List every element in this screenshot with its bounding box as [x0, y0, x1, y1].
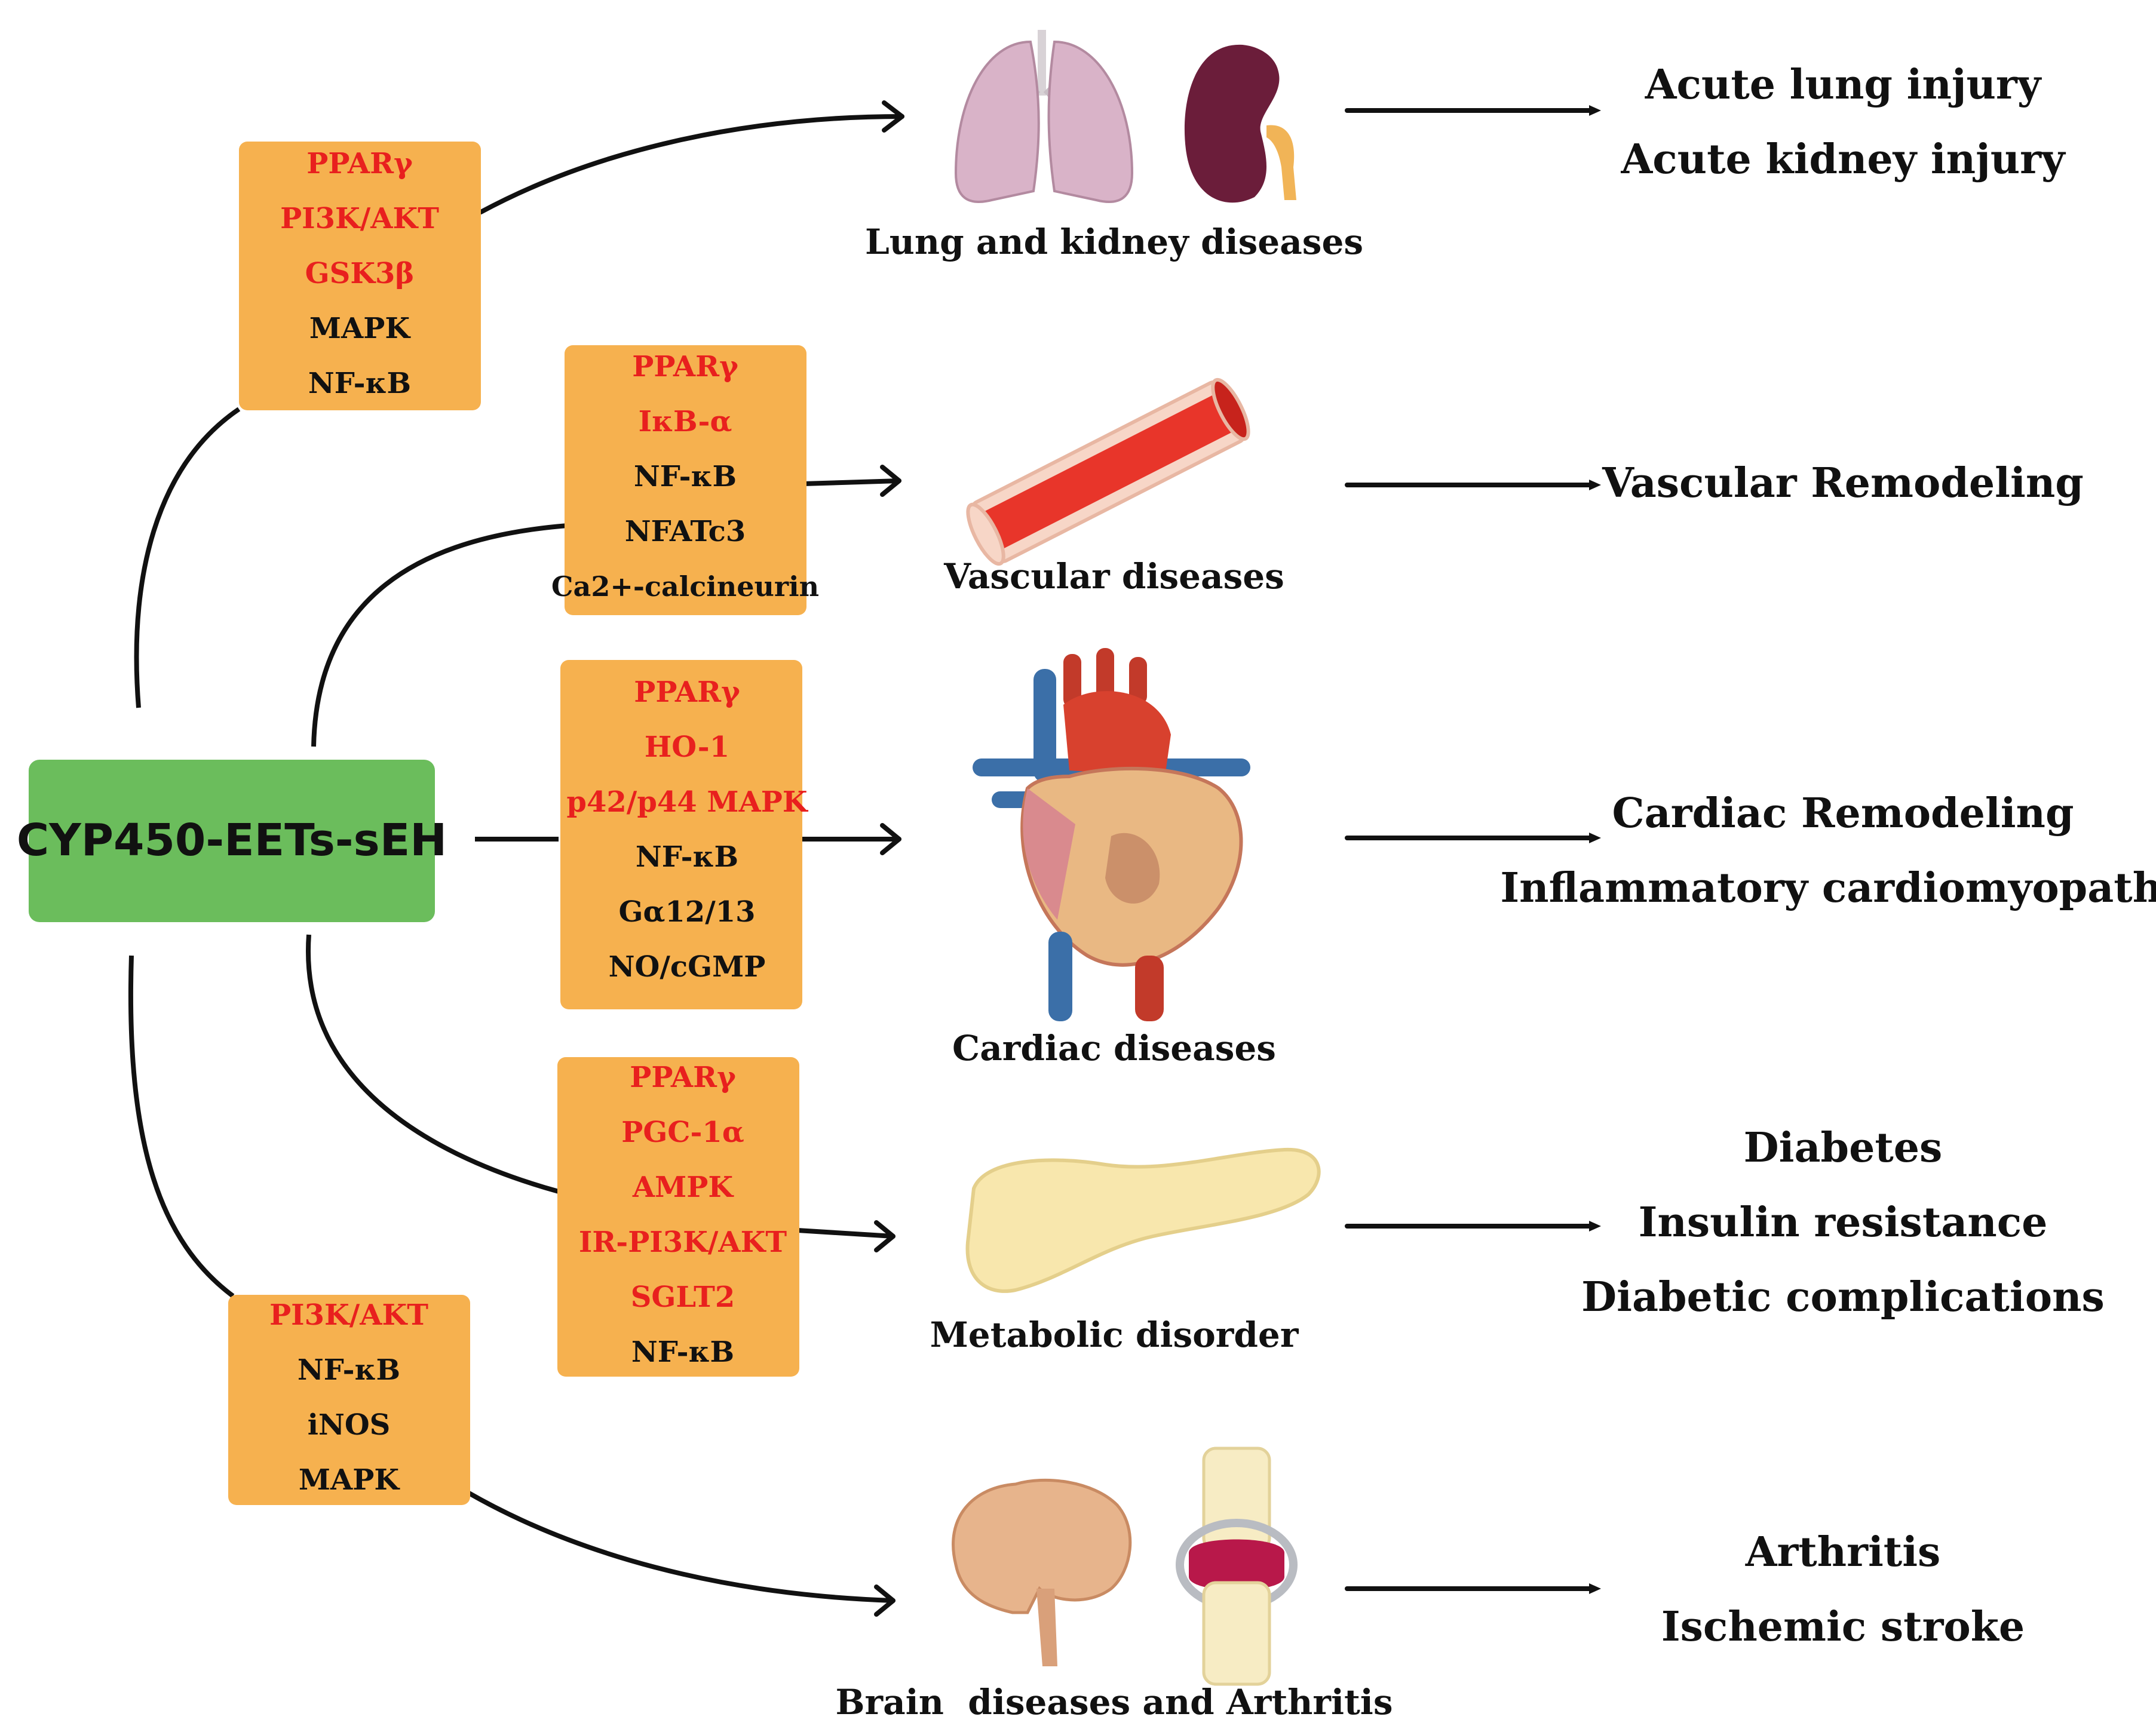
outcome-label: Acute kidney injury [1621, 136, 2066, 183]
pathway-box-cardiac: PPARγ HO-1 p42/p44 MAPK NF-κB Gα12/13 NO… [560, 660, 809, 1009]
pathway-item: PPARγ [630, 1061, 736, 1094]
outcome-label: Acute lung injury [1645, 61, 2042, 109]
pathway-item: IκB-α [639, 405, 732, 438]
pathway-item: GSK3β [305, 257, 415, 290]
pathway-item: p42/p44 MAPK [566, 785, 808, 819]
pathway-box-lung: PPARγ PI3K/AKT GSK3β MAPK NF-κB [239, 142, 481, 410]
pathway-item: PPARγ [306, 147, 413, 180]
disease-label-cardiac: Cardiac diseases [952, 1028, 1276, 1068]
outcomes-brain: Arthritis Ischemic stroke [1661, 1528, 2025, 1651]
brain-icon [952, 1478, 1132, 1666]
center-box [29, 760, 435, 922]
pathway-item: NF-κB [308, 367, 411, 400]
arrowhead-brain [874, 1584, 895, 1617]
pathway-item: Gα12/13 [618, 895, 755, 929]
arrowhead-outcome-lung [1589, 105, 1601, 116]
pathway-item: IR-PI3K/AKT [579, 1226, 787, 1259]
pathway-item: MAPK [299, 1463, 400, 1497]
pathway-item: NF-κB [634, 460, 737, 493]
pathway-box-vascular: PPARγ IκB-α NF-κB NFATc3 Ca2+-calcineuri… [551, 345, 819, 615]
pathway-item: NFATc3 [625, 515, 746, 548]
pathway-box-lung-bg [239, 142, 481, 410]
pathway-item: NF-κB [631, 1335, 734, 1369]
pathway-box-metabolic: PPARγ PGC-1α AMPK IR-PI3K/AKT SGLT2 NF-κ… [557, 1057, 799, 1377]
blood-vessel-icon [966, 377, 1250, 566]
connectors [128, 407, 568, 1298]
outcome-label: Vascular Remodeling [1602, 459, 2084, 507]
center-node: CYP450-EETs-sEH [17, 760, 447, 922]
disease-label-brain: Brain diseases and Arthritis [836, 1682, 1393, 1722]
disease-label-metabolic: Metabolic disorder [930, 1315, 1299, 1355]
outcome-label: Diabetes [1744, 1124, 1943, 1172]
pathway-box-metabolic-bg [557, 1057, 799, 1377]
pathway-item: PI3K/AKT [269, 1298, 428, 1332]
arrowhead-lung [882, 100, 904, 133]
outcome-arrows [1345, 105, 1601, 1594]
pathway-item: MAPK [309, 312, 411, 345]
outcomes-lung: Acute lung injury Acute kidney injury [1621, 61, 2066, 183]
pathway-item: NF-κB [636, 840, 738, 874]
pathway-box-brain: PI3K/AKT NF-κB iNOS MAPK [228, 1295, 470, 1505]
outcomes-cardiac: Cardiac Remodeling Inflammatory cardiomy… [1500, 790, 2156, 912]
arrowhead-outcome-vascular [1589, 480, 1601, 490]
arrowhead-cardiac [880, 823, 901, 855]
pathway-item: SGLT2 [631, 1280, 735, 1314]
arrow-to-lung [479, 114, 904, 214]
connector-to-lung-box [134, 407, 241, 708]
center-label: CYP450-EETs-sEH [17, 815, 447, 866]
pathway-item: iNOS [308, 1408, 391, 1442]
outcome-label: Cardiac Remodeling [1612, 790, 2074, 837]
pathway-item: HO-1 [645, 730, 729, 764]
pathway-item: AMPK [632, 1171, 734, 1204]
outcomes-vascular: Vascular Remodeling [1602, 459, 2084, 507]
outcome-label: Inflammatory cardiomyopathy [1500, 864, 2156, 912]
disease-label-lung: Lung and kidney diseases [865, 222, 1363, 262]
pathway-item: PGC-1α [621, 1116, 744, 1149]
pathway-item: PPARγ [632, 350, 738, 383]
arrowhead-vascular [880, 465, 901, 497]
lungs-icon [954, 30, 1134, 203]
arrow-to-metabolic [795, 1228, 895, 1239]
organ-arrows [467, 100, 904, 1617]
outcome-label: Ischemic stroke [1661, 1603, 2025, 1651]
pancreas-icon [965, 1147, 1321, 1293]
connector-to-vascular-box [311, 523, 568, 747]
heart-icon [973, 648, 1250, 1021]
pathway-item: NO/cGMP [609, 950, 766, 984]
arrowhead-outcome-brain [1589, 1583, 1601, 1594]
pathway-item: PPARγ [634, 675, 740, 709]
outcome-label: Arthritis [1745, 1528, 1941, 1576]
outcome-label: Diabetic complications [1581, 1273, 2105, 1321]
arrow-to-brain [467, 1491, 895, 1603]
arrowhead-outcome-cardiac [1589, 833, 1601, 843]
connector-to-metabolic-box [305, 934, 560, 1194]
pathway-item: Ca2+-calcineurin [551, 570, 819, 603]
disease-label-vascular: Vascular diseases [943, 556, 1284, 597]
pathway-item: NF-κB [298, 1353, 400, 1387]
outcome-label: Insulin resistance [1639, 1199, 2048, 1246]
pathway-box-vascular-bg [565, 345, 806, 615]
outcomes-metabolic: Diabetes Insulin resistance Diabetic com… [1581, 1124, 2105, 1321]
arrowhead-metabolic [874, 1220, 895, 1252]
connector-to-brain-box [128, 955, 235, 1298]
kidney-icon [1184, 44, 1296, 203]
arrow-to-vascular [801, 478, 901, 486]
arrowhead-outcome-metabolic [1589, 1221, 1601, 1232]
pathway-box-cardiac-bg [560, 660, 802, 1009]
pathway-box-brain-bg [228, 1295, 470, 1505]
pathway-item: PI3K/AKT [280, 202, 439, 235]
knee-joint-icon [1176, 1447, 1298, 1686]
